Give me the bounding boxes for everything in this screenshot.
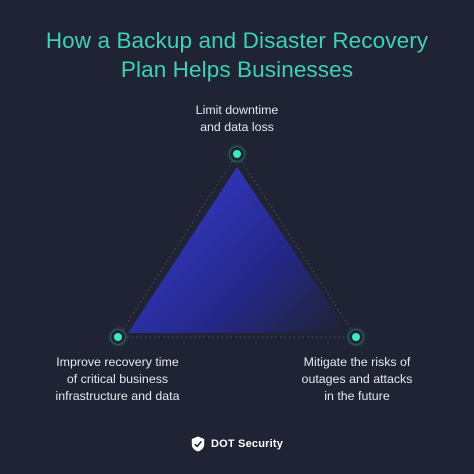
triangle-dotted-edges (117, 153, 357, 338)
node-left-marker (107, 326, 129, 348)
triangle-fill (128, 167, 349, 333)
brand-name: DOT Security (210, 438, 284, 450)
node-right-label: Mitigate the risks of outages and attack… (262, 354, 452, 405)
page-title: How a Backup and Disaster Recovery Plan … (0, 26, 474, 84)
node-left-line-2: of critical business (66, 372, 169, 386)
node-left-line-1: Improve recovery time (56, 355, 179, 369)
node-left-line-3: infrastructure and data (55, 389, 180, 403)
title-line-1: How a Backup and Disaster Recovery (45, 28, 429, 53)
brand-footer: DOT Security (0, 435, 474, 453)
node-right-line-1: Mitigate the risks of (303, 355, 411, 369)
node-top-marker (226, 143, 248, 165)
node-top-line-2: and data loss (200, 120, 274, 134)
node-left-label: Improve recovery time of critical busine… (20, 354, 215, 405)
node-right-line-3: in the future (324, 389, 390, 403)
node-top-label: Limit downtime and data loss (137, 102, 337, 136)
shield-logo-icon (191, 436, 205, 452)
node-right-line-2: outages and attacks (301, 372, 413, 386)
node-top-line-1: Limit downtime (195, 103, 279, 117)
title-line-2: Plan Helps Businesses (120, 57, 354, 82)
node-right-marker (345, 326, 367, 348)
